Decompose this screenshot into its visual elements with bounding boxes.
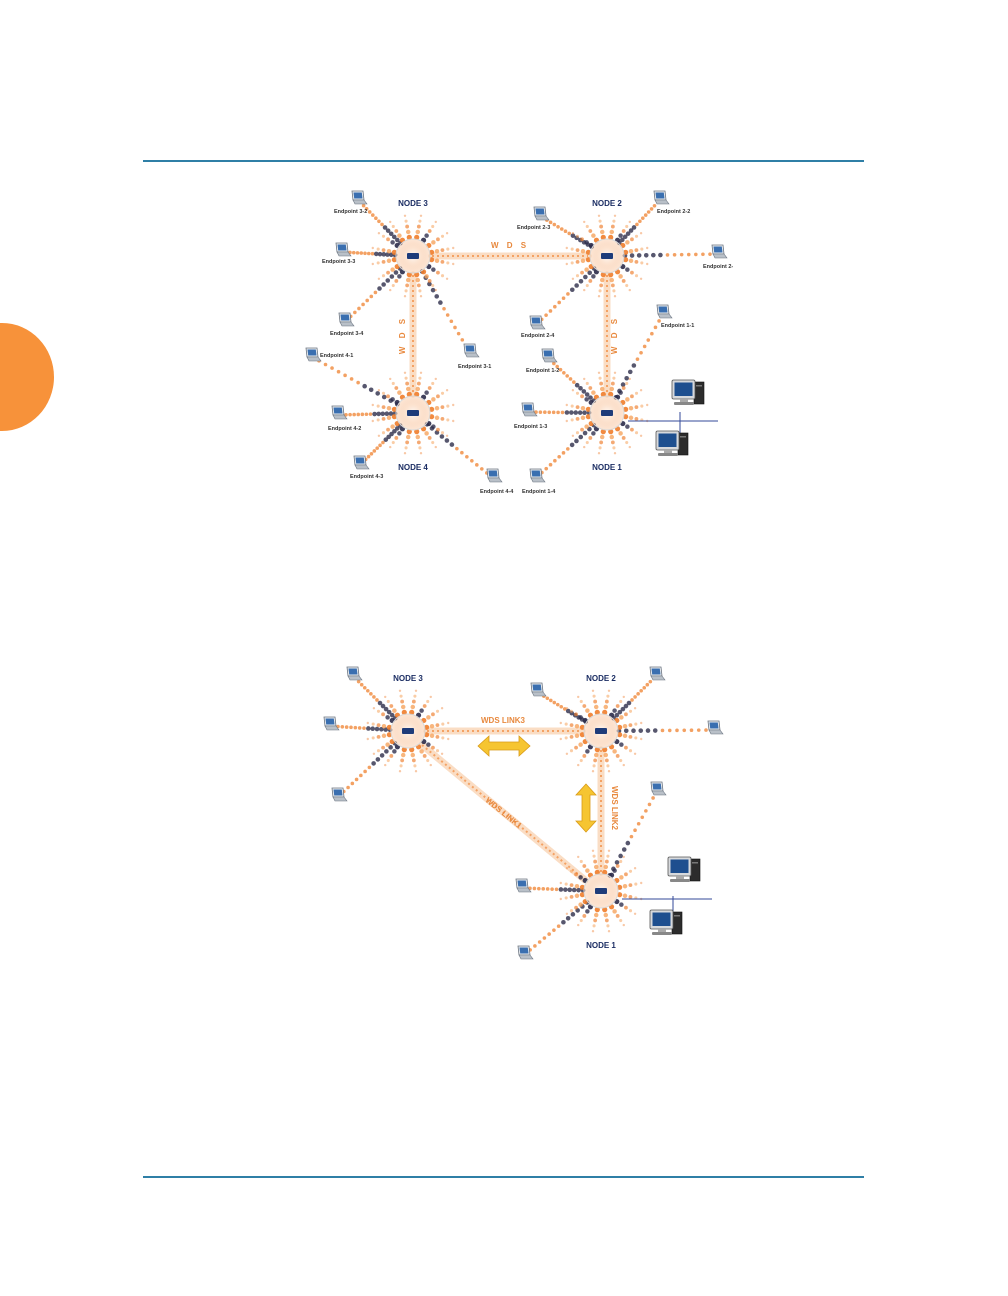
endpoint-label: Endpoint 4-1 <box>320 353 353 359</box>
bidirectional-arrow-icon <box>575 783 597 833</box>
endpoint-label: Endpoint 2-4 <box>521 333 555 339</box>
laptop-icon <box>656 304 673 319</box>
endpoint-label: Endpoint 3-1 <box>458 364 491 370</box>
endpoint-link <box>419 269 468 348</box>
endpoint-label: Endpoint 2-2 <box>657 209 690 215</box>
header-rule <box>143 160 864 162</box>
wds-link-label: WDS LINK2 <box>610 786 619 831</box>
endpoint-label: Endpoint 4-4 <box>480 489 514 495</box>
node-label: NODE 1 <box>592 463 622 472</box>
desktop-computer-icon <box>667 856 701 882</box>
endpoint-label: Endpoint 2-3 <box>517 225 550 231</box>
node-node-2: NODE 2 <box>565 199 649 298</box>
laptop-icon <box>517 945 534 960</box>
node-label: NODE 3 <box>393 674 423 683</box>
endpoint-label: Endpoint 4-2 <box>328 426 361 432</box>
desktop-computer-icon <box>655 430 689 456</box>
laptop-icon <box>533 206 550 221</box>
endpoint-link <box>528 886 586 893</box>
wds-link-label: W D S <box>491 241 529 250</box>
wds-link-label: W D S <box>610 316 619 354</box>
endpoint-link <box>356 679 398 721</box>
laptop-icon <box>331 787 348 802</box>
laptop-icon <box>653 190 670 205</box>
wds-link-3 <box>418 741 589 884</box>
wds-link-label: WDS LINK3 <box>481 716 526 725</box>
footer-rule <box>143 1176 864 1178</box>
endpoint-label: Endpoint 3-4 <box>330 331 364 337</box>
laptop-icon <box>649 666 666 681</box>
endpoint-link <box>424 422 489 475</box>
endpoint-link <box>317 359 400 407</box>
endpoint-label: Endpoint 4-3 <box>350 474 383 480</box>
endpoint-link <box>363 423 403 462</box>
laptop-icon <box>353 455 370 470</box>
desktop-computer-icon <box>671 379 705 405</box>
laptop-icon <box>711 244 728 259</box>
endpoint-label: Endpoint 1-4 <box>522 489 556 495</box>
laptop-icon <box>521 402 538 417</box>
node-label: NODE 4 <box>398 463 428 472</box>
laptop-icon <box>338 312 355 327</box>
endpoint-link <box>616 728 708 734</box>
endpoint-link <box>611 679 653 721</box>
laptop-icon <box>529 468 546 483</box>
node-label: NODE 2 <box>592 199 622 208</box>
endpoint-link <box>552 361 597 404</box>
laptop-icon <box>529 315 546 330</box>
endpoint-link <box>622 252 712 258</box>
endpoint-label: Endpoint 3-3 <box>322 259 355 265</box>
endpoint-link <box>613 319 661 400</box>
laptop-icon <box>707 720 724 735</box>
bidirectional-arrow-icon <box>477 735 531 757</box>
wds-link-label: WDS LINK1 <box>484 796 524 831</box>
node-node-2: NODE 2 <box>559 674 643 773</box>
laptop-icon <box>650 781 667 796</box>
endpoint-link <box>539 266 597 322</box>
endpoint-link <box>540 422 597 475</box>
desktop-computer-icon <box>649 909 683 935</box>
laptop-icon <box>515 878 532 893</box>
node-label: NODE 3 <box>398 199 428 208</box>
endpoint-link <box>361 203 403 246</box>
node-node-3: NODE 3 <box>366 674 450 773</box>
endpoint-link <box>528 900 590 952</box>
node-node-1: NODE 1 <box>559 849 643 950</box>
node-label: NODE 1 <box>586 941 616 950</box>
laptop-icon <box>305 347 322 362</box>
wds-link-label: W D S <box>398 316 407 354</box>
node-node-1: NODE 1 <box>565 371 649 472</box>
node-node-4: NODE 4 <box>371 371 455 472</box>
laptop-icon <box>486 468 503 483</box>
node-node-3: NODE 3 <box>371 199 455 298</box>
endpoint-link <box>617 204 657 246</box>
endpoint-label: Endpoint 3-2 <box>334 209 367 215</box>
endpoint-label: Endpoint 1-3 <box>514 424 547 430</box>
laptop-icon <box>323 716 340 731</box>
laptop-icon <box>541 348 558 363</box>
laptop-icon <box>351 190 368 205</box>
laptop-icon <box>331 405 348 420</box>
endpoint-label: Endpoint 2- <box>703 264 733 270</box>
laptop-icon <box>530 682 547 697</box>
endpoint-link <box>348 266 403 319</box>
node-label: NODE 2 <box>586 674 616 683</box>
endpoint-label: Endpoint 1-2 <box>526 368 559 374</box>
laptop-icon <box>346 666 363 681</box>
laptop-icon <box>335 242 352 257</box>
endpoint-link <box>342 741 398 794</box>
laptop-icon <box>463 343 480 358</box>
endpoint-link <box>534 410 592 416</box>
endpoint-label: Endpoint 1-1 <box>661 323 694 329</box>
